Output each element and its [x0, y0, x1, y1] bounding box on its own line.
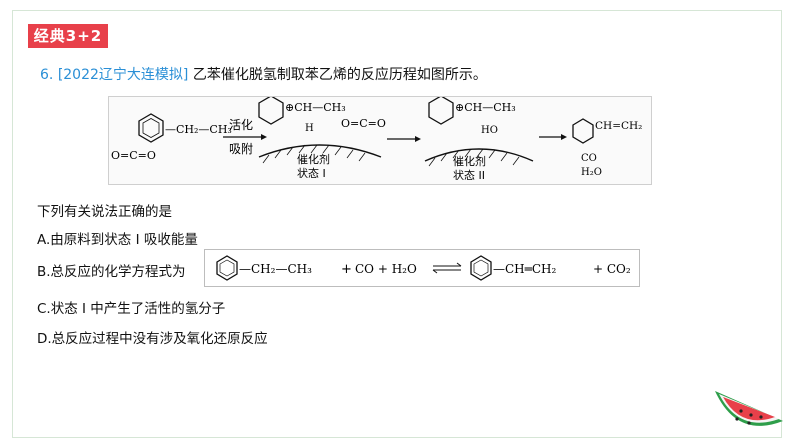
catalyst-hatch-2 — [428, 148, 520, 167]
label-activate: 活化 — [229, 118, 253, 132]
question-line: 6. [2022辽宁大连模拟] 乙苯催化脱氢制取苯乙烯的反应历程如图所示。 — [40, 64, 487, 84]
benzene-eq-left — [216, 255, 238, 281]
benzene-ring-4 — [572, 118, 594, 144]
benzene-ring-2 — [258, 95, 284, 125]
eq-right-chain: —CH═CH₂ — [493, 262, 557, 276]
reaction-diagram-svg: —CH₂—CH₃ O=C=O 活化 吸附 ⊕CH—CH₃ H O=C=O 催化剂… — [111, 95, 642, 182]
equation-box: —CH₂—CH₃ + CO + H₂O —CH═CH₂ + CO₂ — [204, 249, 640, 287]
slide-frame — [12, 10, 782, 438]
option-d[interactable]: D.总反应过程中没有涉及氧化还原反应 — [37, 331, 268, 347]
option-b-prefix[interactable]: B.总反应的化学方程式为 — [37, 264, 186, 280]
question-source: [2022辽宁大连模拟] — [57, 67, 189, 83]
watermelon-icon — [715, 391, 783, 426]
chain-1: —CH₂—CH₃ — [165, 123, 232, 136]
h-minus: H — [305, 123, 314, 134]
catalyst-label-1: 催化剂 — [297, 152, 330, 166]
question-text: 乙苯催化脱氢制取苯乙烯的反应历程如图所示。 — [192, 67, 487, 83]
option-c[interactable]: C.状态 I 中产生了活性的氢分子 — [37, 301, 226, 317]
benzene-ring-1 — [138, 113, 164, 143]
catalyst-hatch-1 — [262, 144, 366, 164]
question-number: 6. — [40, 67, 54, 83]
label-adsorb: 吸附 — [229, 142, 253, 156]
state-2-label: 状态 II — [453, 168, 485, 182]
eq-co2: + CO₂ — [593, 262, 631, 276]
co-product: CO — [581, 153, 597, 164]
option-a[interactable]: A.由原料到状态 I 吸收能量 — [37, 232, 198, 248]
eq-plus-1: + — [341, 262, 352, 277]
state-1-label: 状态 I — [297, 166, 326, 180]
h2o-product: H₂O — [581, 167, 602, 178]
chain-3: ⊕CH—CH₃ — [455, 101, 516, 114]
catalyst-label-2: 催化剂 — [453, 154, 486, 168]
oco: O=C=O — [341, 117, 386, 130]
eq-left-chain: —CH₂—CH₃ — [239, 262, 312, 276]
benzene-eq-right — [470, 255, 492, 281]
eq-co-h2o: CO + H₂O — [355, 262, 417, 276]
product-chain: CH=CH₂ — [595, 120, 642, 132]
prompt-text: 下列有关说法正确的是 — [37, 204, 172, 220]
reaction-diagram: —CH₂—CH₃ O=C=O 活化 吸附 ⊕CH—CH₃ H O=C=O 催化剂… — [108, 95, 652, 185]
ho-label: HO — [481, 125, 498, 136]
benzene-ring-3 — [428, 95, 454, 125]
eq-equilibrium-arrow — [432, 262, 462, 274]
section-tag: 经典3+2 — [28, 24, 108, 48]
equation-svg: —CH₂—CH₃ + CO + H₂O —CH═CH₂ + CO₂ — [216, 255, 631, 281]
chain-2: ⊕CH—CH₃ — [285, 101, 346, 114]
co2-left: O=C=O — [111, 149, 156, 162]
